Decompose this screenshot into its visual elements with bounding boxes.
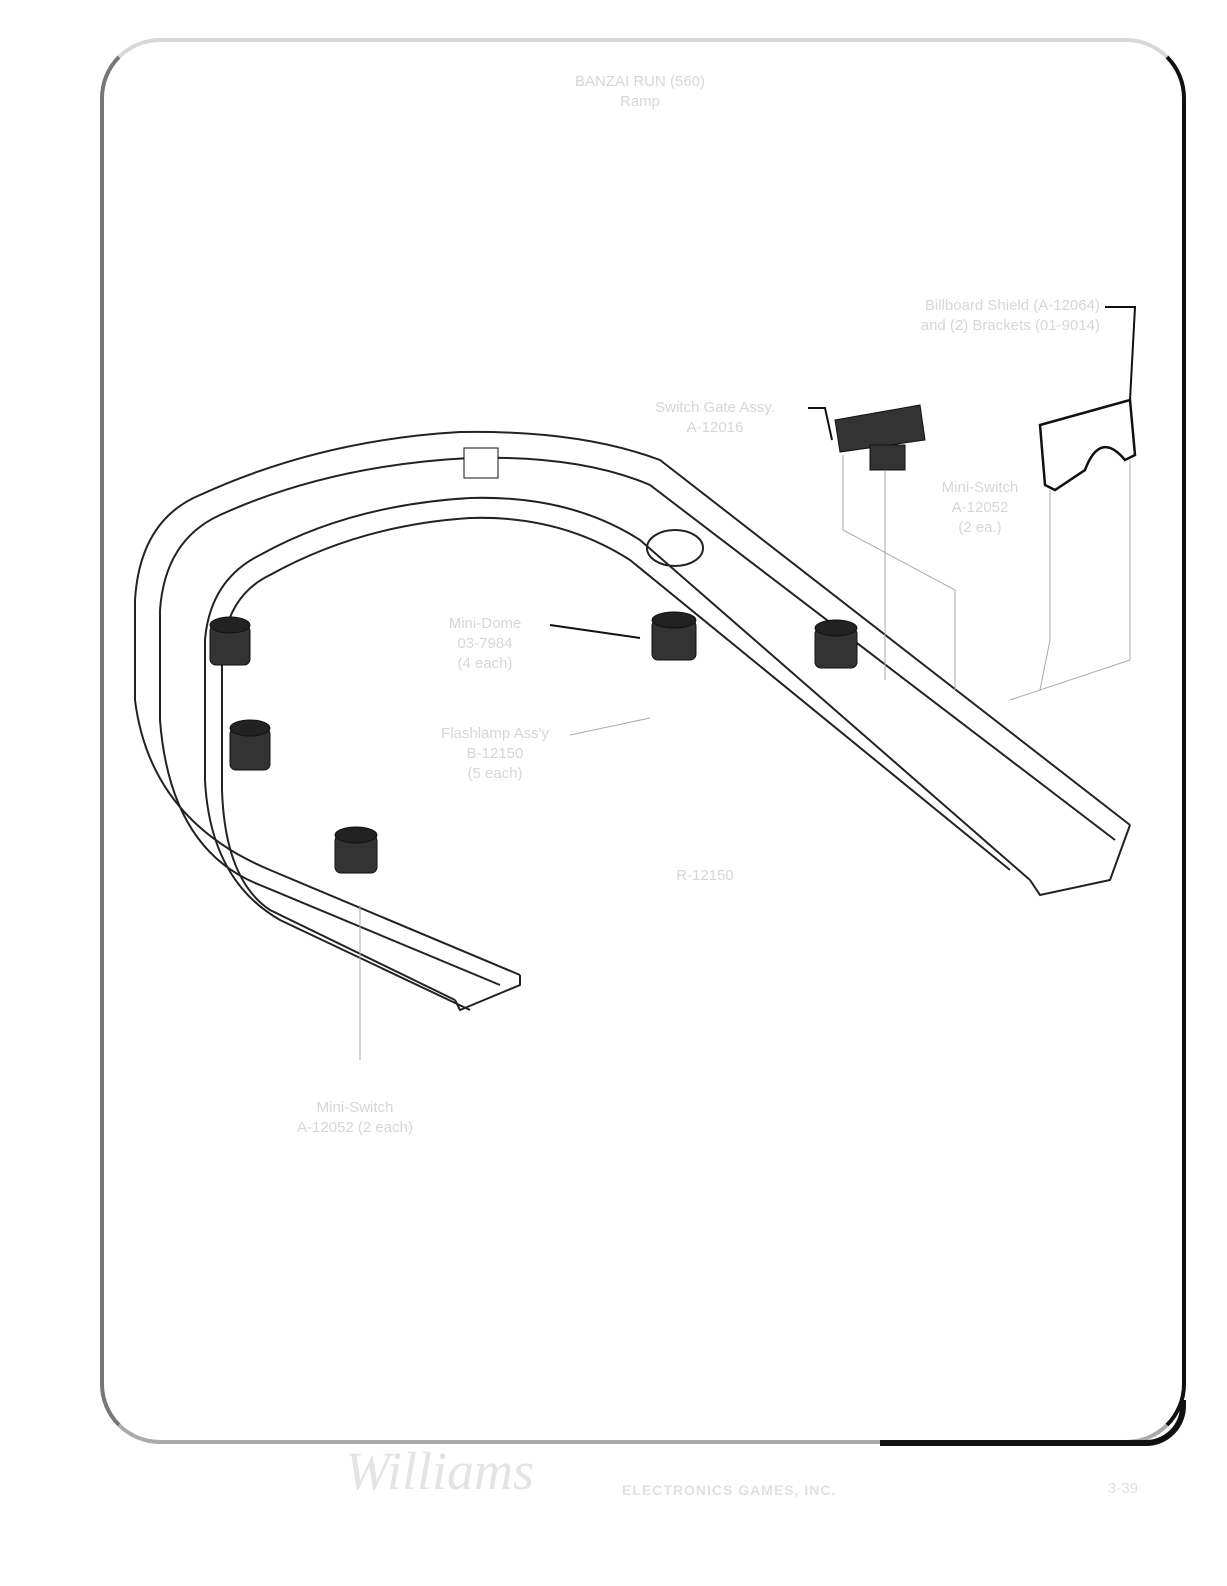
callout-line: (2 ea.) — [958, 519, 1002, 536]
callout-line: Mini-Dome — [448, 615, 522, 632]
callout-line: Flashlamp Ass'y — [441, 725, 549, 742]
callout-line: Mini-Switch — [941, 479, 1019, 496]
ramp-inner-wall — [204, 496, 1031, 1011]
ramp-outer-rail — [134, 430, 1131, 976]
page-border — [100, 38, 1186, 1444]
leader-switch-gate — [808, 407, 833, 441]
callout-line: B-12150 — [466, 745, 524, 762]
leader-mini-dome — [549, 624, 641, 639]
switch-gate-flap — [869, 444, 906, 471]
callout-line: A-12052 (2 each) — [297, 1119, 413, 1136]
ramp-exit-left — [454, 975, 521, 1012]
mini-dome-icon — [334, 826, 378, 874]
mini-dome-icon — [209, 616, 251, 666]
ramp-exit-right — [1029, 824, 1131, 897]
ramp-hole — [646, 529, 704, 567]
dome-top — [463, 447, 499, 479]
williams-logo: Williams — [345, 1441, 535, 1501]
callout-line: Switch Gate Assy. — [655, 399, 775, 416]
billboard-bracket-icon — [1038, 398, 1137, 492]
callout-billboard: Billboard Shield (A-12064) and (2) Brack… — [860, 296, 1100, 336]
company-name: ELECTRONICS GAMES, INC. — [622, 1482, 837, 1498]
callout-mini-switch-left: Mini-Switch A-12052 (2 each) — [265, 1098, 445, 1138]
ramp-inner-wall-2 — [221, 516, 1011, 1001]
leader-billboard — [1105, 306, 1137, 401]
callout-switch-gate: Switch Gate Assy. A-12016 — [630, 398, 800, 438]
page-number: 3-39 — [1108, 1480, 1139, 1497]
page-title: BANZAI RUN (560) Ramp — [540, 72, 740, 112]
mini-dome-icon — [814, 619, 858, 669]
ramp-inner-rail — [159, 456, 1116, 986]
callout-mini-switch-right: Mini-Switch A-12052 (2 ea.) — [920, 478, 1040, 538]
switch-gate-icon — [834, 404, 926, 453]
mini-dome-icon — [229, 719, 271, 771]
callout-line: 03-7984 — [457, 635, 513, 652]
mini-dome-icon — [651, 611, 697, 661]
callout-line: and (2) Brackets (01-9014) — [920, 317, 1100, 334]
callout-line: Billboard Shield (A-12064) — [924, 297, 1100, 314]
callout-flashlamp: Flashlamp Ass'y B-12150 (5 each) — [420, 724, 570, 784]
title-text: BANZAI RUN (560) — [574, 73, 706, 90]
callout-mini-dome: Mini-Dome 03-7984 (4 each) — [430, 614, 540, 674]
callout-line: A-12016 — [686, 419, 744, 436]
subtitle-text: Ramp — [619, 93, 660, 110]
callout-line: (5 each) — [467, 765, 523, 782]
callout-line: Mini-Switch — [316, 1099, 394, 1116]
callout-line: (4 each) — [457, 655, 513, 672]
part-number: R-12150 — [676, 867, 734, 884]
leader-flashlamp — [569, 717, 651, 736]
callout-line: A-12052 — [951, 499, 1009, 516]
